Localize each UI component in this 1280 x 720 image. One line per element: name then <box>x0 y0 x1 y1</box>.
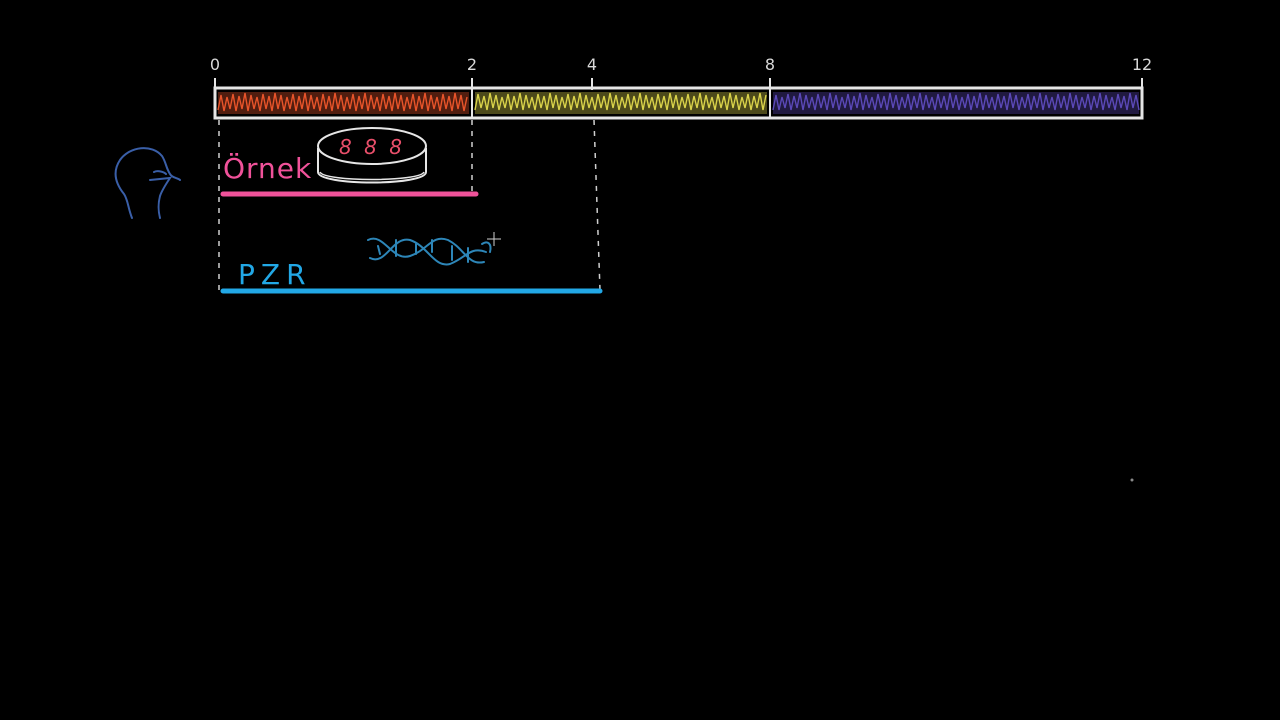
tick-label-12: 12 <box>1132 55 1152 74</box>
stray-dot <box>1130 478 1134 482</box>
timeline-dividers <box>214 78 1143 118</box>
tick-labels: 0 2 4 8 12 <box>210 55 1152 74</box>
dna-helix-icon <box>367 237 492 266</box>
tick-label-2: 2 <box>467 55 477 74</box>
dashed-guides <box>218 119 601 291</box>
tick-label-4: 4 <box>587 55 597 74</box>
pzr-label: PZR <box>238 258 312 291</box>
timeline-segment-8-12 <box>772 92 1140 114</box>
tick-label-8: 8 <box>765 55 775 74</box>
dish-digits: 8 8 8 <box>339 135 405 159</box>
person-head-icon <box>114 147 181 219</box>
timeline-segment-0-2 <box>217 92 469 114</box>
ornek-label: Örnek <box>223 151 312 185</box>
timeline-segments <box>217 92 1140 114</box>
timeline-bar-outline <box>213 86 1144 120</box>
timeline-segment-2-8 <box>474 92 767 114</box>
tick-label-0: 0 <box>210 55 220 74</box>
guide-at-4 <box>593 119 601 291</box>
crosshair-cursor-icon <box>487 232 501 246</box>
petri-dish-icon <box>317 127 427 184</box>
timeline-bar <box>213 78 1144 120</box>
